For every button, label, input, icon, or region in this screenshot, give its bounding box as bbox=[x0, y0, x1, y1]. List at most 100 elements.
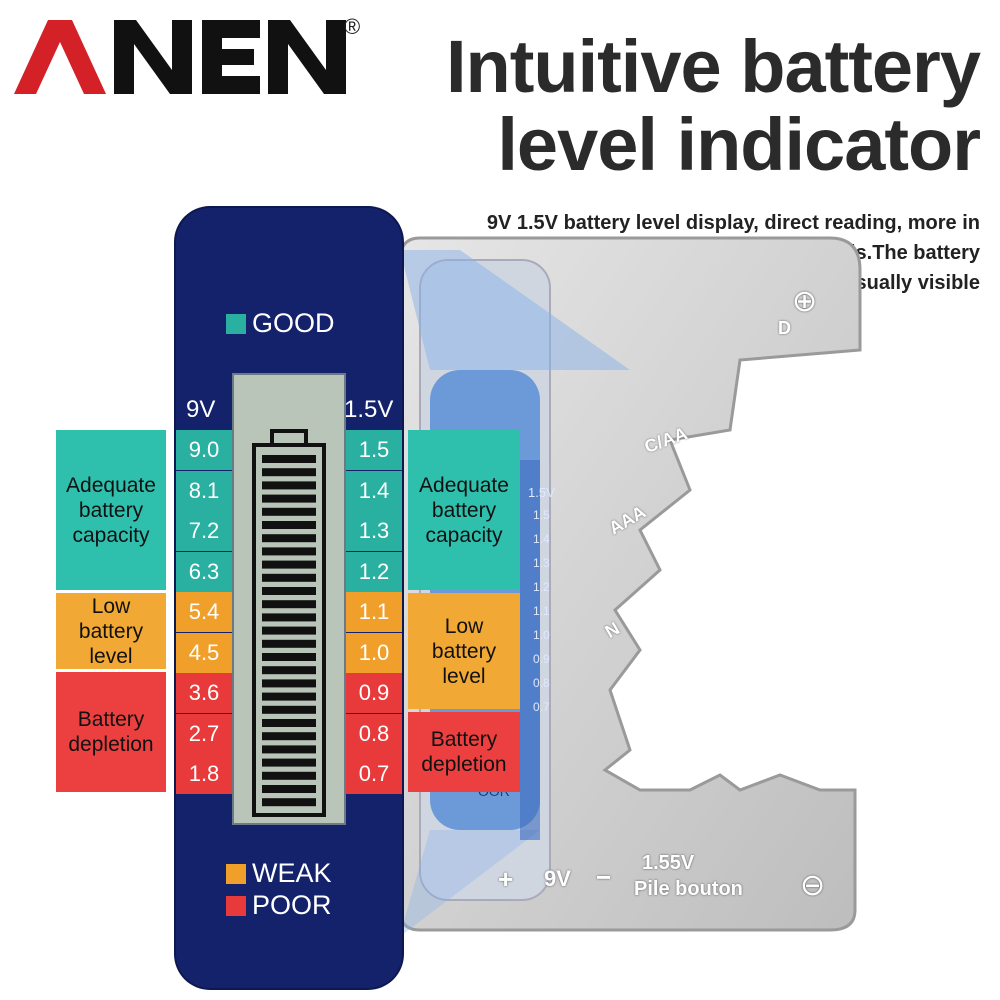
voltage-9v-cell: 5.4 bbox=[176, 592, 232, 632]
text-line: Battery bbox=[77, 708, 145, 731]
plus-terminal-icon: ⊕ bbox=[792, 285, 818, 318]
lcd-level-segment bbox=[262, 534, 316, 543]
bottom-9v-label: 9V bbox=[544, 866, 571, 891]
text-line: level bbox=[89, 644, 133, 668]
svg-text:1.3: 1.3 bbox=[533, 556, 550, 570]
text-line: battery bbox=[431, 639, 497, 663]
text-line: Low bbox=[444, 614, 484, 638]
legend-weak-label: WEAK bbox=[252, 858, 332, 888]
voltage-1-5v-cell: 0.9 bbox=[346, 673, 402, 713]
voltage-9v-cell: 4.5 bbox=[176, 632, 232, 673]
left-low-label: Low battery level bbox=[56, 593, 166, 669]
svg-text:0.9: 0.9 bbox=[533, 652, 550, 666]
registered-mark: ® bbox=[344, 14, 361, 39]
text-line: Adequate bbox=[66, 473, 156, 497]
legend-poor: POOR bbox=[226, 890, 332, 921]
lcd-level-segment bbox=[262, 587, 316, 595]
text-line: capacity bbox=[425, 523, 503, 547]
subtitle-line-1: 9V 1.5V battery level display, direct re… bbox=[486, 212, 980, 234]
lcd-level-segment bbox=[262, 653, 316, 661]
lcd-level-segment bbox=[262, 613, 316, 622]
bottom-minus-label: − bbox=[596, 862, 612, 892]
legend-good-label: GOOD bbox=[252, 308, 335, 338]
voltage-1-5v-cell: 0.8 bbox=[346, 713, 402, 754]
text-line: capacity bbox=[72, 523, 150, 547]
lcd-level-segment bbox=[262, 639, 316, 648]
lcd-level-segment bbox=[262, 481, 316, 490]
aneng-logo bbox=[14, 20, 346, 94]
voltage-9v-cell: 9.0 bbox=[176, 430, 232, 470]
voltage-9v-cell: 8.1 bbox=[176, 470, 232, 511]
text-line: battery bbox=[431, 498, 497, 522]
lcd-level-segment bbox=[262, 758, 316, 767]
lcd-level-segment bbox=[262, 666, 316, 675]
lcd-level-segment bbox=[262, 560, 316, 569]
lcd-level-segment bbox=[262, 507, 316, 516]
legend-poor-label: POOR bbox=[252, 890, 332, 920]
lcd-level-segment bbox=[262, 455, 316, 463]
svg-text:0.7: 0.7 bbox=[533, 700, 550, 714]
column-header-9v: 9V bbox=[186, 396, 216, 423]
svg-text:1.5V: 1.5V bbox=[528, 485, 555, 500]
slot-d-label: D bbox=[778, 318, 791, 338]
voltage-1-5v-cell: 0.7 bbox=[346, 754, 402, 794]
svg-text:1.1: 1.1 bbox=[533, 604, 550, 618]
voltage-9v-cell: 2.7 bbox=[176, 713, 232, 754]
lcd-level-segment bbox=[262, 732, 316, 741]
poor-swatch bbox=[226, 895, 246, 916]
lcd-level-segment bbox=[262, 494, 316, 503]
voltage-9v-cell: 3.6 bbox=[176, 673, 232, 713]
button-cell-name-label: Pile bouton bbox=[634, 878, 743, 900]
voltage-1-5v-cell: 1.5 bbox=[346, 430, 402, 470]
right-depletion-label: Battery depletion bbox=[408, 712, 520, 792]
lcd-level-segment bbox=[262, 626, 316, 635]
lcd-level-segment bbox=[262, 705, 316, 714]
text-line: depletion bbox=[421, 753, 507, 776]
lcd-level-segment bbox=[262, 692, 316, 701]
lcd-level-segment bbox=[262, 600, 316, 609]
voltage-1-5v-cell: 1.0 bbox=[346, 632, 402, 673]
headline-line-2: level indicator bbox=[497, 103, 981, 186]
lcd-screen bbox=[232, 373, 346, 825]
text-line: level bbox=[442, 664, 486, 688]
lcd-level-segment bbox=[262, 547, 316, 556]
svg-text:1.2: 1.2 bbox=[533, 580, 550, 594]
legend-good: GOOD bbox=[226, 308, 335, 339]
headline: Intuitive battery level indicator bbox=[380, 25, 981, 186]
voltage-1-5v-cell: 1.3 bbox=[346, 511, 402, 551]
weak-swatch bbox=[226, 863, 246, 884]
lcd-level-segment bbox=[262, 719, 316, 727]
left-adequate-label: Adequate battery capacity bbox=[56, 430, 166, 590]
button-cell-voltage-label: 1.55V bbox=[642, 852, 695, 874]
lcd-level-segment bbox=[262, 679, 316, 688]
voltage-1-5v-cell: 1.4 bbox=[346, 470, 402, 511]
text-line: Low bbox=[91, 594, 131, 618]
voltage-1-5v-cell: 1.1 bbox=[346, 592, 402, 632]
right-adequate-label: Adequate battery capacity bbox=[408, 430, 520, 590]
text-line: Adequate bbox=[419, 473, 509, 497]
battery-bar-icon bbox=[252, 429, 326, 817]
lcd-level-segment bbox=[262, 521, 316, 529]
voltage-9v-cell: 7.2 bbox=[176, 511, 232, 551]
lcd-level-segment bbox=[262, 785, 316, 793]
text-line: depletion bbox=[68, 733, 154, 756]
svg-text:1.4: 1.4 bbox=[533, 532, 550, 546]
minus-terminal-icon: ⊖ bbox=[800, 869, 826, 902]
left-depletion-label: Battery depletion bbox=[56, 672, 166, 792]
headline-line-1: Intuitive battery bbox=[446, 25, 981, 108]
svg-text:1.0: 1.0 bbox=[533, 628, 550, 642]
svg-text:1.5: 1.5 bbox=[533, 508, 550, 522]
lcd-level-segment bbox=[262, 745, 316, 754]
lcd-level-segment bbox=[262, 798, 316, 807]
voltage-9v-cell: 1.8 bbox=[176, 754, 232, 794]
right-low-label: Low battery level bbox=[408, 593, 520, 709]
bottom-plus-label: + bbox=[498, 864, 514, 894]
good-swatch bbox=[226, 313, 246, 334]
voltage-9v-cell: 6.3 bbox=[176, 551, 232, 592]
column-header-1-5v: 1.5V bbox=[344, 396, 394, 423]
text-line: Battery bbox=[430, 728, 498, 751]
svg-text:0.8: 0.8 bbox=[533, 676, 550, 690]
text-line: battery bbox=[78, 619, 144, 643]
lcd-level-segment bbox=[262, 771, 316, 780]
